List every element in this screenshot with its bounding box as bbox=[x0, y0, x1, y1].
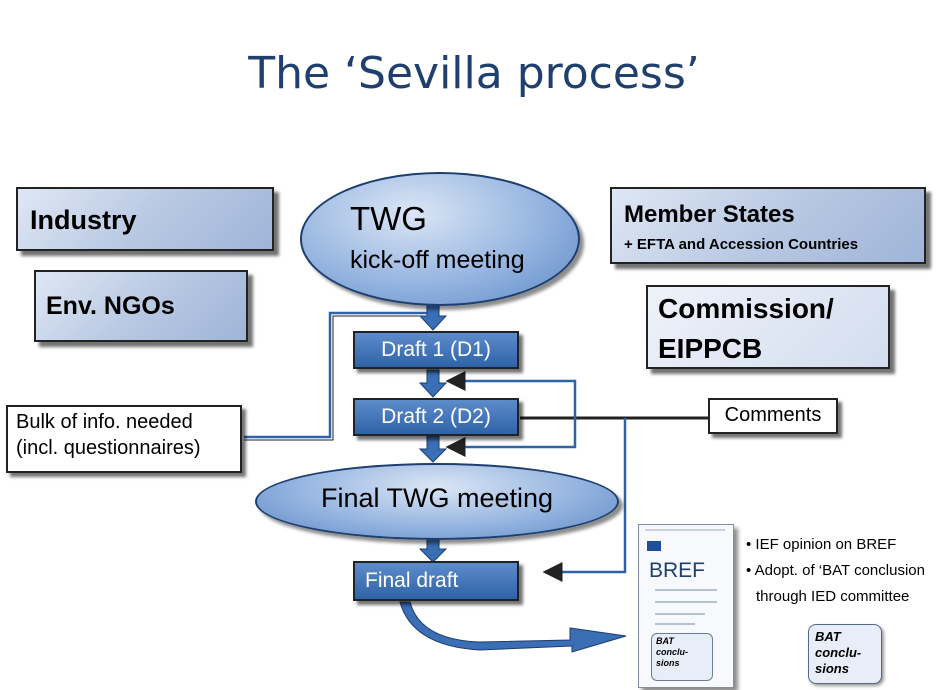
final-twg-meeting-ellipse: Final TWG meeting bbox=[255, 463, 619, 540]
commission-line2: EIPPCB bbox=[658, 333, 763, 364]
bat-scroll-line3: sions bbox=[815, 661, 849, 676]
bulk-info-note: Bulk of info. needed (incl. questionnair… bbox=[6, 405, 242, 473]
bat-scroll-line2: conclu- bbox=[815, 645, 862, 660]
draft2-box: Draft 2 (D2) bbox=[353, 398, 519, 436]
outcome-bullets: • IEF opinion on BREF • Adopt. of ‘BAT c… bbox=[746, 532, 925, 610]
twg-title: TWG bbox=[350, 200, 427, 237]
commission-box: Commission/ EIPPCB bbox=[646, 285, 890, 369]
comments-note: Comments bbox=[708, 398, 838, 434]
ngos-box: Env. NGOs bbox=[34, 270, 248, 342]
industry-label: Industry bbox=[30, 205, 137, 235]
bullet-2: • Adopt. of ‘BAT conclusion bbox=[746, 562, 925, 579]
bat-scroll-text: BAT conclu- sions bbox=[815, 629, 861, 677]
member-states-sub: + EFTA and Accession Countries bbox=[624, 236, 859, 253]
bref-scroll-label: BAT conclu-sions bbox=[656, 636, 689, 668]
industry-box: Industry bbox=[16, 187, 274, 251]
commission-line1: Commission/ bbox=[658, 293, 834, 324]
bulk-info-connector bbox=[244, 311, 432, 439]
bref-label: BREF bbox=[649, 559, 706, 582]
bat-scroll-line1: BAT bbox=[815, 629, 841, 644]
draft1-box: Draft 1 (D1) bbox=[353, 331, 519, 369]
bat-conclusions-scroll-icon: BAT conclu- sions bbox=[808, 624, 882, 684]
member-states-label: Member States bbox=[624, 201, 795, 228]
final-meeting-label: Final TWG meeting bbox=[320, 483, 554, 513]
bulk-info-line1: Bulk of info. needed bbox=[16, 411, 193, 433]
eu-flag-icon bbox=[647, 541, 661, 551]
twg-subtitle: kick-off meeting bbox=[350, 246, 525, 274]
page-title: The ‘Sevilla process’ bbox=[248, 48, 700, 99]
bullet-3: through IED committee bbox=[756, 588, 910, 605]
bulk-info-line2: (incl. questionnaires) bbox=[16, 437, 201, 459]
ngos-label: Env. NGOs bbox=[46, 292, 175, 320]
bullet-1: • IEF opinion on BREF bbox=[746, 536, 897, 553]
bref-document: BREF BAT conclu-sions bbox=[638, 524, 734, 688]
member-states-box: Member States + EFTA and Accession Count… bbox=[610, 187, 926, 264]
final-draft-box: Final draft bbox=[353, 561, 519, 601]
to-bref-arrow bbox=[399, 601, 627, 653]
bref-scroll-icon: BAT conclu-sions bbox=[651, 633, 713, 681]
twg-kickoff-ellipse: TWG kick-off meeting bbox=[300, 172, 580, 306]
